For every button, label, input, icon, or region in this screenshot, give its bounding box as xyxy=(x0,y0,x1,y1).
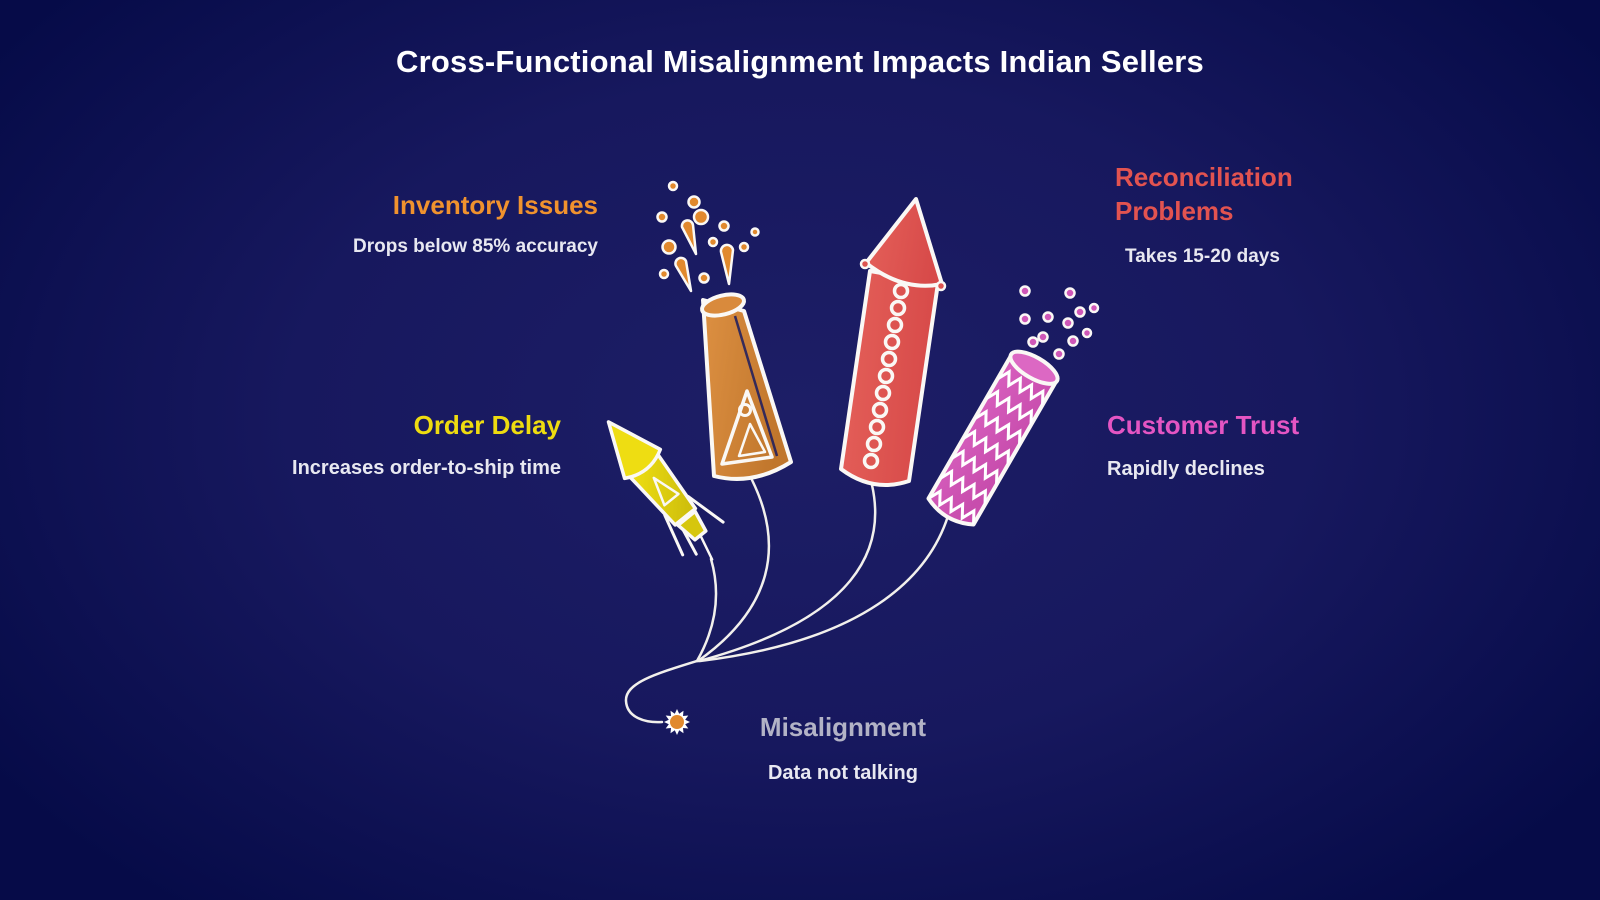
node-sublabel: Drops below 85% accuracy xyxy=(353,236,598,257)
fuse-inventory xyxy=(696,478,771,663)
fuse-customer-trust xyxy=(698,514,950,663)
node-sublabel: Rapidly declines xyxy=(1107,458,1265,480)
fuse-spark-icon xyxy=(664,709,690,735)
fuse-tail xyxy=(624,659,699,724)
rocket-dot-column xyxy=(862,282,910,470)
node-label: Misalignment xyxy=(759,712,927,742)
fuse-order-delay xyxy=(695,557,718,663)
node-label: Reconciliation Problems xyxy=(1115,162,1293,226)
rocket-firework-icon xyxy=(839,197,947,487)
node-label: Inventory Issues xyxy=(392,190,598,220)
node-reconciliation-problems: Reconciliation Problems Takes 15-20 days xyxy=(1115,160,1330,268)
fuse-reconciliation xyxy=(697,483,877,663)
orange-sparks xyxy=(656,180,760,293)
node-misalignment: Misalignment Data not talking xyxy=(733,710,953,785)
node-order-delay: Order Delay Increases order-to-ship time xyxy=(261,408,561,480)
node-sublabel: Data not talking xyxy=(767,762,918,784)
small-rocket-firework-icon xyxy=(606,420,725,561)
node-customer-trust: Customer Trust Rapidly declines xyxy=(1107,408,1387,481)
node-sublabel: Increases order-to-ship time xyxy=(292,457,561,479)
pink-sparks xyxy=(1019,285,1100,360)
node-sublabel: Takes 15-20 days xyxy=(1125,246,1280,267)
node-label: Order Delay xyxy=(413,410,561,440)
page-title: Cross-Functional Misalignment Impacts In… xyxy=(396,44,1204,79)
fuse-lines xyxy=(624,478,950,724)
cracker-tube-firework-icon xyxy=(926,285,1100,527)
node-inventory-issues: Inventory Issues Drops below 85% accurac… xyxy=(300,188,598,258)
cone-emblem xyxy=(720,389,774,466)
zigzag-pattern xyxy=(927,369,1045,525)
node-label: Customer Trust xyxy=(1107,410,1300,440)
flower-pot-firework-icon xyxy=(656,180,793,481)
